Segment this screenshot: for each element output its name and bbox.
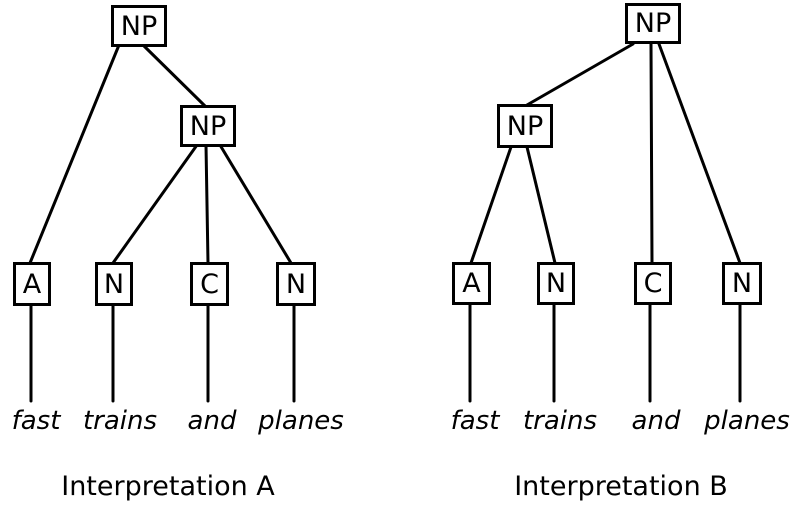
tree-a-caption: Interpretation A — [61, 471, 275, 502]
edge-a-inner-to-leaf-n2 — [218, 143, 293, 265]
tree-b-word-fast: fast — [450, 406, 500, 436]
tree-b-leaf-n1-node: N — [537, 262, 575, 305]
tree-b-root-np-node: NP — [625, 3, 681, 44]
tree-b-word-planes: planes — [704, 406, 790, 436]
tree-b-word-and: and — [631, 406, 681, 436]
edge-b-root-to-inner-np — [525, 42, 635, 107]
edge-a-inner-to-leaf-c — [204, 143, 210, 265]
tree-a-word-and: and — [187, 406, 237, 436]
edge-a-inner-to-leaf-n1 — [111, 143, 199, 265]
tree-b-leaf-n2-node: N — [722, 262, 762, 305]
tree-a-inner-np-node: NP — [180, 105, 236, 147]
edge-b-inner-to-leaf-a — [469, 145, 513, 265]
tree-b-word-trains: trains — [522, 406, 598, 436]
edge-b-root-to-leaf-n2 — [657, 42, 742, 265]
edge-b-inner-to-leaf-n1 — [525, 145, 557, 265]
edge-b-root-to-leaf-c — [649, 42, 654, 265]
tree-a-leaf-n1-node: N — [95, 262, 133, 306]
tree-a-word-trains: trains — [82, 406, 158, 436]
tree-a-leaf-c-node: C — [190, 262, 229, 306]
tree-b-inner-np-node: NP — [497, 104, 553, 148]
edge-a-root-to-inner-np — [141, 43, 207, 108]
tree-b-leaf-a-node: A — [452, 262, 491, 305]
tree-a-word-planes: planes — [258, 406, 344, 436]
tree-b-leaf-c-node: C — [634, 262, 672, 305]
edge-a-root-to-leaf-a — [28, 43, 121, 265]
tree-a-word-fast: fast — [11, 406, 61, 436]
tree-b-caption: Interpretation B — [514, 471, 728, 502]
tree-a-leaf-n2-node: N — [276, 262, 316, 306]
tree-a-root-np-node: NP — [111, 5, 167, 47]
tree-a-leaf-a-node: A — [13, 262, 51, 306]
